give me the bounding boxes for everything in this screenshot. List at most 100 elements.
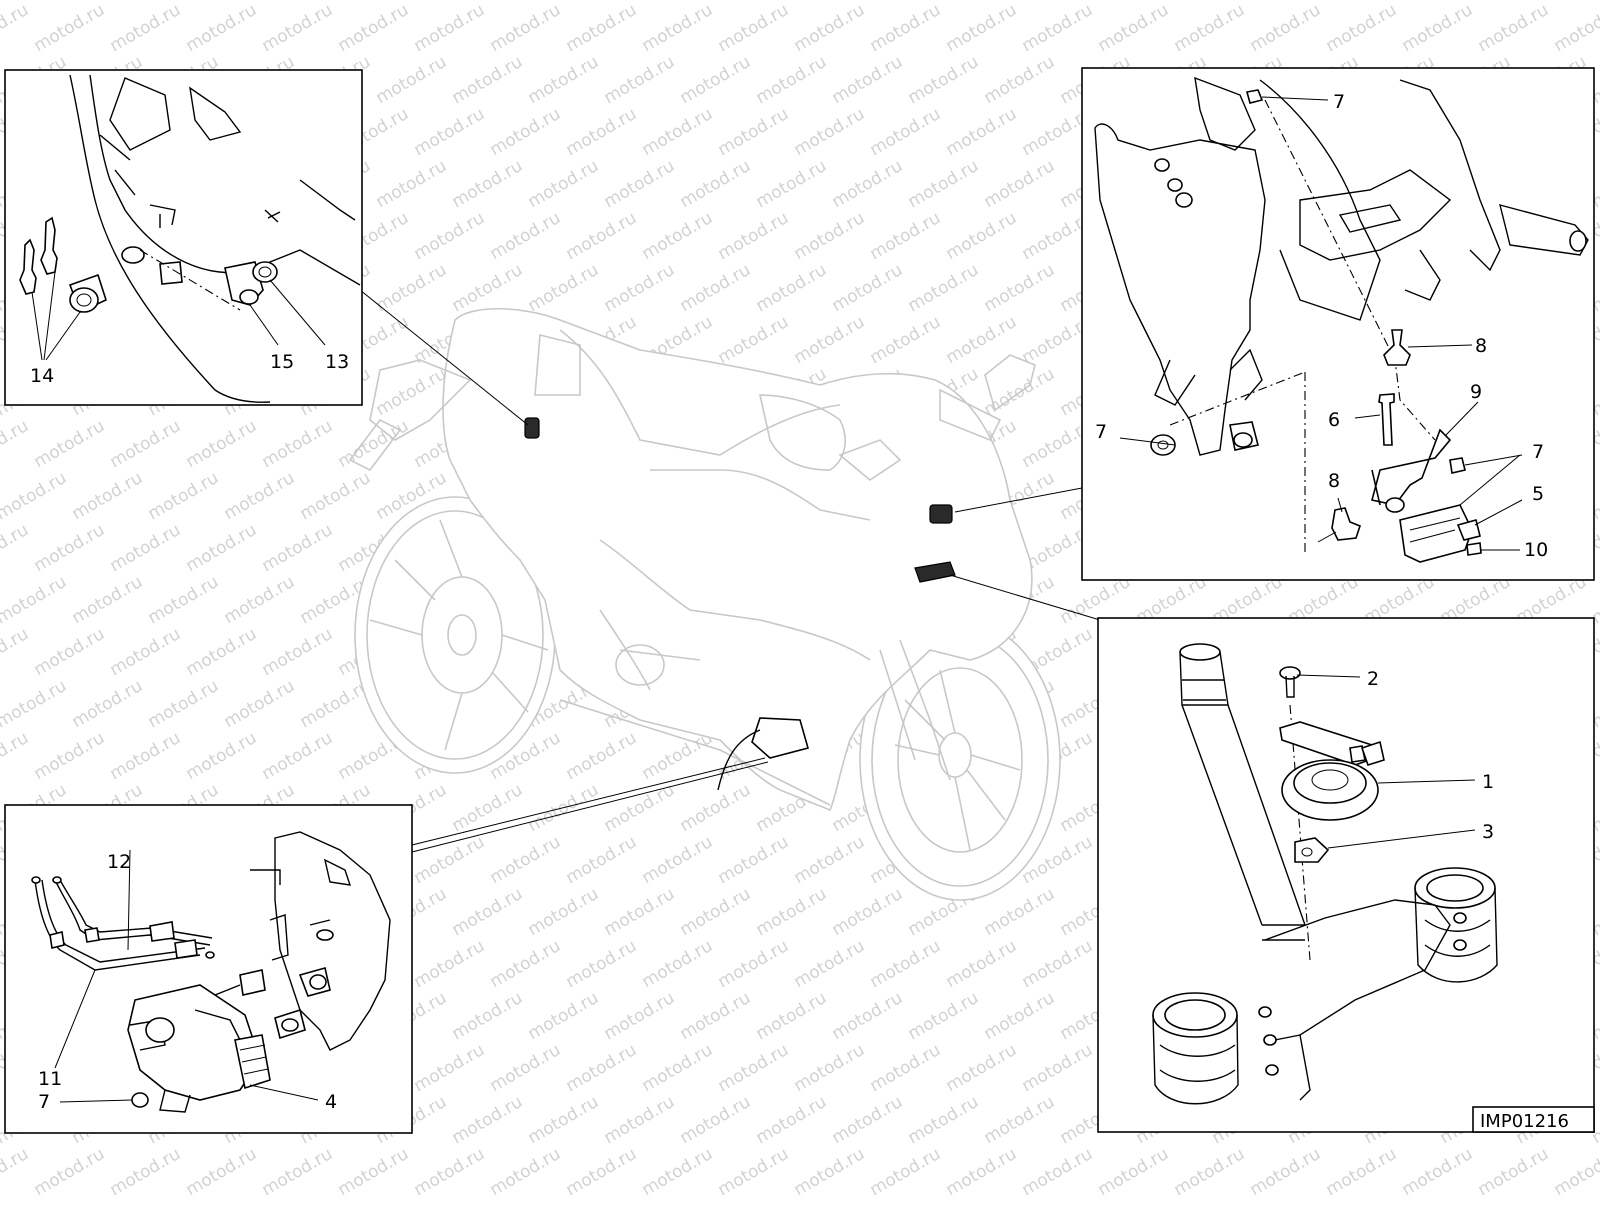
watermark-text: motod.ru xyxy=(411,0,489,56)
watermark-text: motod.ru xyxy=(0,624,32,680)
watermark-text: motod.ru xyxy=(981,988,1059,1044)
watermark-text: motod.ru xyxy=(449,1092,527,1148)
watermark-text: motod.ru xyxy=(943,1144,1021,1200)
watermark-text: motod.ru xyxy=(943,104,1021,160)
watermark-text: motod.ru xyxy=(563,0,641,56)
watermark-text: motod.ru xyxy=(601,156,679,212)
watermark-text: motod.ru xyxy=(943,1040,1021,1096)
watermark-text: motod.ru xyxy=(107,1144,185,1200)
watermark-text: motod.ru xyxy=(715,1040,793,1096)
watermark-text: motod.ru xyxy=(563,104,641,160)
watermark-text: motod.ru xyxy=(639,832,717,888)
callout-7-top: 7 xyxy=(1333,91,1345,113)
watermark-text: motod.ru xyxy=(1019,936,1097,992)
watermark-text: motod.ru xyxy=(373,260,451,316)
callout-1: 1 xyxy=(1482,771,1494,793)
watermark-text: motod.ru xyxy=(639,936,717,992)
watermark-text: motod.ru xyxy=(639,1144,717,1200)
watermark-text: motod.ru xyxy=(525,1092,603,1148)
watermark-text: motod.ru xyxy=(601,1092,679,1148)
watermark-text: motod.ru xyxy=(69,0,147,4)
watermark-text: motod.ru xyxy=(145,0,223,4)
watermark-text: motod.ru xyxy=(753,1092,831,1148)
watermark-text: motod.ru xyxy=(867,208,945,264)
watermark-text: motod.ru xyxy=(487,1144,565,1200)
watermark-text: motod.ru xyxy=(1323,1144,1401,1200)
watermark-text: motod.ru xyxy=(373,156,451,212)
watermark-text: motod.ru xyxy=(1209,0,1287,4)
detail-box-sensor-bracket: 7 8 9 6 7 7 8 5 10 xyxy=(1082,68,1594,580)
callout-12: 12 xyxy=(107,851,131,873)
callout-3: 3 xyxy=(1482,821,1494,843)
watermark-text: motod.ru xyxy=(0,416,32,472)
watermark-text: motod.ru xyxy=(639,1040,717,1096)
watermark-text: motod.ru xyxy=(107,520,185,576)
watermark-text: motod.ru xyxy=(905,1092,983,1148)
watermark-text: motod.ru xyxy=(1057,0,1135,4)
watermark-text: motod.ru xyxy=(1437,0,1515,4)
watermark-text: motod.ru xyxy=(639,0,717,56)
watermark-text: motod.ru xyxy=(1019,1144,1097,1200)
watermark-text: motod.ru xyxy=(69,468,147,524)
watermark-text: motod.ru xyxy=(639,208,717,264)
watermark-text: motod.ru xyxy=(487,832,565,888)
watermark-text: motod.ru xyxy=(411,104,489,160)
watermark-text: motod.ru xyxy=(107,728,185,784)
watermark-text: motod.ru xyxy=(183,624,261,680)
watermark-text: motod.ru xyxy=(867,312,945,368)
watermark-text: motod.ru xyxy=(905,260,983,316)
watermark-text: motod.ru xyxy=(525,260,603,316)
callout-6: 6 xyxy=(1328,409,1340,431)
watermark-text: motod.ru xyxy=(449,156,527,212)
watermark-text: motod.ru xyxy=(525,0,603,4)
watermark-text: motod.ru xyxy=(639,104,717,160)
watermark-text: motod.ru xyxy=(867,0,945,56)
watermark-text: motod.ru xyxy=(31,728,109,784)
watermark-text: motod.ru xyxy=(0,468,70,524)
watermark-text: motod.ru xyxy=(449,988,527,1044)
watermark-text: motod.ru xyxy=(943,0,1021,56)
watermark-text: motod.ru xyxy=(601,52,679,108)
watermark-text: motod.ru xyxy=(487,104,565,160)
callout-7-left: 7 xyxy=(1095,421,1107,443)
watermark-text: motod.ru xyxy=(1171,1144,1249,1200)
watermark-text: motod.ru xyxy=(487,208,565,264)
watermark-text: motod.ru xyxy=(715,936,793,992)
watermark-text: motod.ru xyxy=(905,52,983,108)
watermark-text: motod.ru xyxy=(31,624,109,680)
watermark-text: motod.ru xyxy=(183,0,261,56)
watermark-text: motod.ru xyxy=(335,1144,413,1200)
watermark-text: motod.ru xyxy=(221,0,299,4)
callout-7-right: 7 xyxy=(1532,441,1544,463)
watermark-text: motod.ru xyxy=(715,1144,793,1200)
watermark-text: motod.ru xyxy=(791,312,869,368)
callout-14: 14 xyxy=(30,365,54,387)
watermark-text: motod.ru xyxy=(525,52,603,108)
watermark-text: motod.ru xyxy=(943,312,1021,368)
watermark-text: motod.ru xyxy=(449,260,527,316)
watermark-text: motod.ru xyxy=(753,52,831,108)
watermark-text: motod.ru xyxy=(829,988,907,1044)
callout-4: 4 xyxy=(325,1091,337,1113)
watermark-text: motod.ru xyxy=(449,780,527,836)
watermark-text: motod.ru xyxy=(981,0,1059,4)
watermark-text: motod.ru xyxy=(107,624,185,680)
watermark-text: motod.ru xyxy=(677,52,755,108)
watermark-text: motod.ru xyxy=(0,0,32,56)
watermark-text: motod.ru xyxy=(905,156,983,212)
watermark-text: motod.ru xyxy=(1361,0,1439,4)
watermark-text: motod.ru xyxy=(867,1144,945,1200)
watermark-text: motod.ru xyxy=(753,988,831,1044)
watermark-text: motod.ru xyxy=(677,156,755,212)
watermark-text: motod.ru xyxy=(753,260,831,316)
watermark-text: motod.ru xyxy=(981,52,1059,108)
watermark-text: motod.ru xyxy=(487,936,565,992)
watermark-text: motod.ru xyxy=(145,468,223,524)
watermark-text: motod.ru xyxy=(905,0,983,4)
watermark-text: motod.ru xyxy=(0,0,70,4)
watermark-text: motod.ru xyxy=(259,1144,337,1200)
watermark-text: motod.ru xyxy=(69,572,147,628)
watermark-text: motod.ru xyxy=(1551,1144,1600,1200)
watermark-text: motod.ru xyxy=(981,1092,1059,1148)
